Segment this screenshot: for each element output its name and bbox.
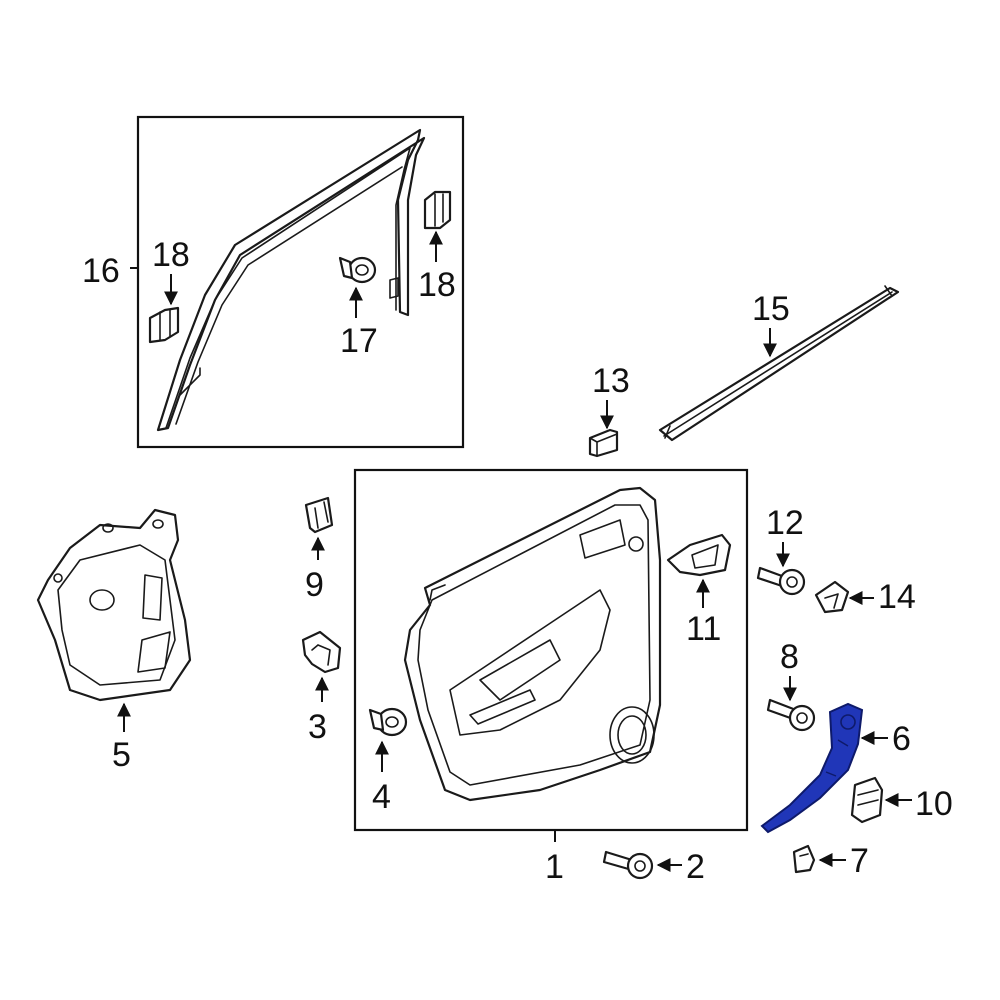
callout-18-right: 18	[418, 266, 456, 304]
callout-4: 4	[372, 778, 391, 816]
clip-9	[304, 496, 334, 534]
callout-9: 9	[305, 566, 324, 604]
clip-7	[792, 844, 816, 874]
screw-12	[756, 566, 806, 596]
callout-18-left: 18	[152, 236, 190, 274]
push-pin-4	[368, 707, 408, 737]
callout-8: 8	[780, 638, 799, 676]
callout-11: 11	[686, 610, 721, 648]
door-trim-box: 11 4	[353, 468, 749, 832]
screw-8	[766, 698, 816, 732]
callout-6: 6	[892, 720, 911, 758]
screw-2	[602, 850, 654, 880]
callout-1: 1	[545, 848, 564, 886]
callout-5: 5	[112, 736, 131, 774]
callout-12: 12	[766, 504, 804, 542]
push-pin-17	[338, 256, 377, 284]
callout-3: 3	[308, 708, 327, 746]
door-handle-11	[666, 533, 732, 577]
weatherstrip-15	[658, 285, 900, 442]
clip-18-right	[423, 190, 452, 230]
clip-13	[588, 428, 619, 458]
callout-2: 2	[686, 848, 705, 886]
frame-box-1	[353, 468, 749, 832]
retainer-3	[301, 630, 342, 674]
water-shield-5	[36, 508, 192, 702]
callout-15: 15	[752, 290, 790, 328]
callout-17: 17	[340, 322, 378, 360]
callout-16: 16	[82, 252, 120, 290]
clip-14	[814, 580, 850, 614]
retainer-10	[850, 776, 884, 824]
clip-18-left	[148, 306, 180, 344]
pull-handle-trim-6	[760, 702, 864, 834]
callout-7: 7	[850, 842, 869, 880]
window-frame-part	[156, 128, 426, 432]
callout-13: 13	[592, 362, 630, 400]
window-frame-group-box: 16 18 18 17	[82, 115, 465, 449]
callout-14: 14	[878, 578, 916, 616]
door-trim-panel	[403, 486, 662, 802]
callout-10: 10	[915, 785, 953, 823]
frame-box-16	[136, 115, 465, 449]
